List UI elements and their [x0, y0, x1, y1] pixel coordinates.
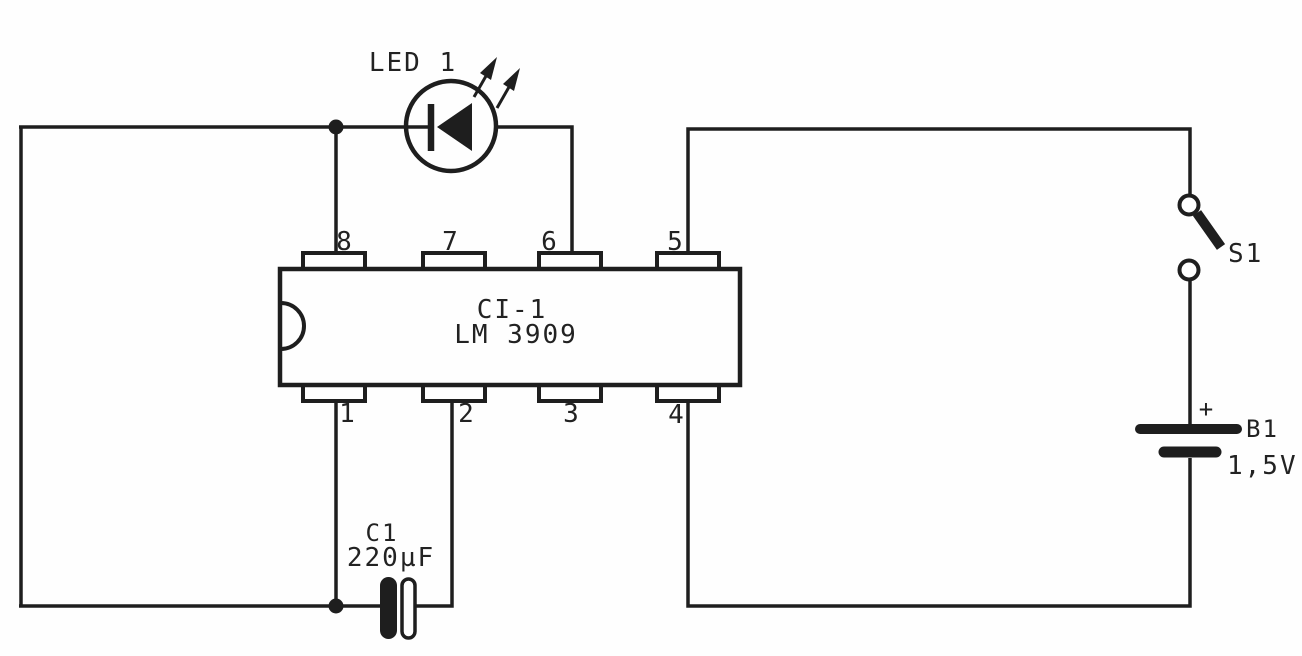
battery-ref-label: B1: [1246, 415, 1279, 443]
junction-dot-bottom: [328, 598, 344, 614]
pin-label-8: 8: [336, 227, 352, 257]
junction-dot-top: [328, 119, 344, 135]
pin-label-1: 1: [339, 399, 355, 429]
battery-polarity-sign: +: [1199, 395, 1215, 423]
led-arrow-2-icon: [495, 68, 520, 109]
switch-terminal-top: [1177, 193, 1201, 217]
led-triangle: [437, 103, 472, 151]
led-symbol: [403, 57, 520, 174]
led-label: LED 1: [369, 48, 457, 78]
ic-ref-label: CI-1: [477, 295, 548, 325]
battery-value-label: 1,5V: [1227, 451, 1298, 481]
battery-symbol: [1135, 424, 1242, 458]
pin-label-7: 7: [442, 227, 458, 257]
capacitor-symbol: [380, 577, 417, 640]
switch-lever: [1192, 210, 1226, 250]
capacitor-plate-right: [400, 577, 417, 640]
wire-pin5-to-switch: [686, 127, 1192, 254]
capacitor-plate-left: [380, 577, 397, 639]
pin-label-4: 4: [668, 400, 684, 430]
pin-label-3: 3: [563, 399, 579, 429]
pin-label-5: 5: [667, 227, 683, 257]
capacitor-value-label: 220µF: [347, 543, 435, 573]
ic-body: [277, 266, 743, 388]
wire-battery-to-pin4: [686, 401, 1192, 608]
switch-label: S1: [1228, 239, 1263, 269]
wire-capacitor-to-pin2: [413, 401, 454, 608]
pin-label-2: 2: [458, 399, 474, 429]
ic-symbol: [277, 251, 743, 403]
wire-led-to-pin6: [472, 125, 574, 254]
pin-label-6: 6: [541, 227, 557, 257]
ic-notch: [280, 301, 306, 351]
ic-part-label: LM 3909: [454, 320, 578, 350]
capacitor-ref-label: C1: [366, 519, 399, 547]
led-arrow-1-icon: [472, 57, 497, 98]
switch-symbol: [1177, 193, 1226, 282]
switch-terminal-bottom: [1177, 258, 1201, 282]
